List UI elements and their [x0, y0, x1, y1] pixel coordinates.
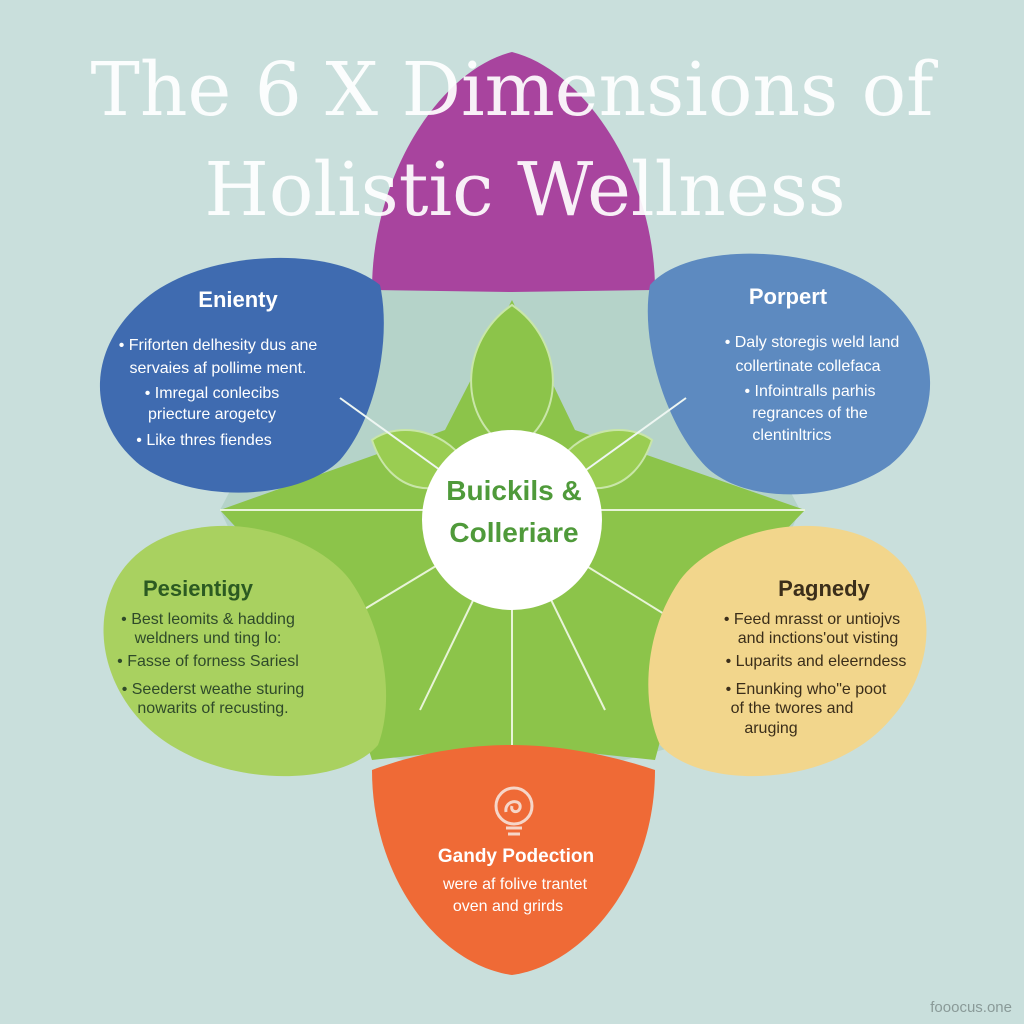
- petal-top-left-line: • Like thres fiendes: [136, 432, 271, 449]
- connector-lines: [339, 397, 687, 471]
- petal-mid-left-lines: • Best leomits & hadding weldners und ti…: [117, 611, 304, 717]
- petal-mid-left-line: nowarits of recusting.: [137, 700, 288, 717]
- petal-top-right: [647, 253, 931, 495]
- petal-top-left-line: servaies af pollime ment.: [130, 360, 307, 377]
- petal-top-left-line: • Imregal conlecibs: [145, 385, 280, 402]
- petal-top-right-lines: • Daly storegis weld land collertinate c…: [725, 334, 900, 444]
- petal-mid-right-lines: • Feed mrasst or untiojvs and inctions'o…: [724, 611, 907, 737]
- petal-mid-right-line: aruging: [744, 720, 797, 737]
- petal-top-left: [99, 257, 384, 493]
- petal-mid-right-title: Pagnedy: [778, 576, 870, 601]
- petal-top-right-title: Porpert: [749, 284, 828, 309]
- petal-top-left-lines: • Friforten delhesity dus ane servaies a…: [119, 337, 318, 449]
- petal-mid-right-line: of the twores and: [731, 700, 854, 717]
- petal-mid-right-line: and inctions'out visting: [738, 630, 898, 647]
- petal-mid-left: [103, 525, 387, 777]
- petal-mid-left-title: Pesientigy: [143, 576, 254, 601]
- petal-top-right-line: • Daly storegis weld land: [725, 334, 900, 351]
- petal-bottom-lines: were af folive trantet oven and grirds: [442, 876, 588, 915]
- watermark: fooocus.one: [930, 999, 1012, 1016]
- petal-mid-right-line: • Luparits and eleerndess: [726, 653, 907, 670]
- petal-top-right-line: collertinate collefaca: [736, 358, 881, 375]
- title-line2: Holistic Wellness: [204, 147, 845, 233]
- petal-mid-right: [648, 525, 927, 777]
- center-label-line1: Buickils &: [446, 475, 581, 506]
- petal-top-left-line: • Friforten delhesity dus ane: [119, 337, 318, 354]
- petal-mid-left-line: • Best leomits & hadding: [121, 611, 295, 628]
- petal-bottom-line: were af folive trantet: [442, 876, 588, 893]
- petal-mid-left-line: weldners und ting lo:: [134, 630, 282, 647]
- petal-mid-right-line: • Enunking who"e poot: [726, 681, 887, 698]
- petal-mid-left-line: • Fasse of forness Sariesl: [117, 653, 299, 670]
- center-circle: [422, 430, 602, 610]
- lightbulb-icon: [494, 786, 534, 836]
- center-label-line2: Colleriare: [449, 517, 578, 548]
- petal-top: [372, 52, 655, 292]
- title-line1: The 6 X Dimensions of: [90, 47, 938, 133]
- petal-top-left-line: priecture arogetcy: [148, 406, 276, 423]
- petal-top-right-line: clentinltrics: [752, 427, 831, 444]
- petal-bottom-title: Gandy Podection: [438, 846, 594, 867]
- petal-top-right-line: regrances of the: [752, 405, 868, 422]
- petal-bottom: [372, 745, 655, 975]
- petal-mid-right-line: • Feed mrasst or untiojvs: [724, 611, 900, 628]
- petal-mid-left-line: • Seederst weathe sturing: [122, 681, 305, 698]
- petal-top-right-line: • Infointralls parhis: [745, 383, 876, 400]
- petal-bottom-line: oven and grirds: [453, 898, 563, 915]
- petal-top-left-title: Enienty: [198, 287, 278, 312]
